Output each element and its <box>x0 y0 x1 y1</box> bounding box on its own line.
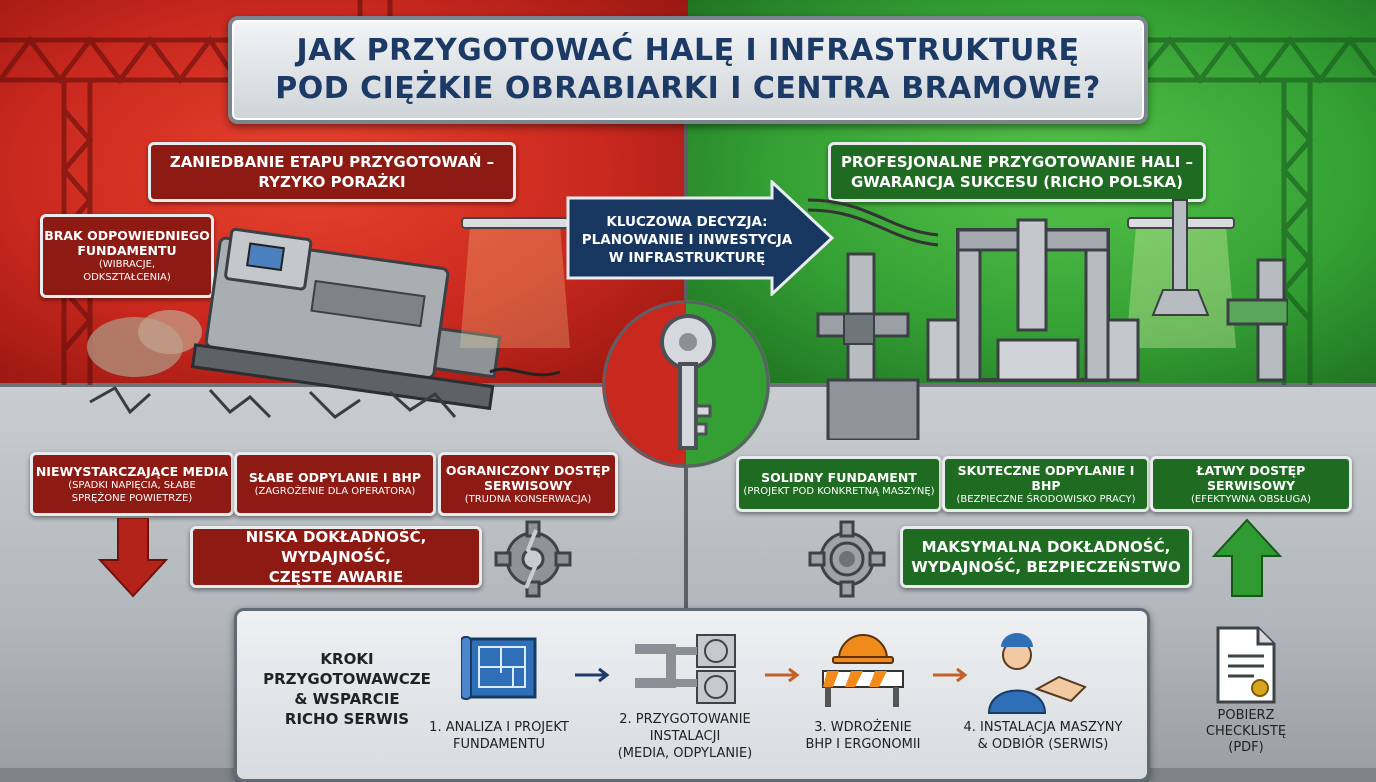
step-1-line-2: FUNDAMENTU <box>452 737 545 752</box>
right-header-tag: PROFESJONALNE PRZYGOTOWANIE HALI – GWARA… <box>828 142 1206 202</box>
right-header-line-2: GWARANCJA SUKCESU (RICHO POLSKA) <box>850 173 1184 191</box>
arrow-right-icon <box>933 667 968 683</box>
steps-panel: KROKI PRZYGOTOWAWCZE & WSPARCIE RICHO SE… <box>234 608 1150 782</box>
left-result-line-1: NISKA DOKŁADNOŚĆ, WYDAJNOŚĆ, <box>245 528 427 566</box>
arrow-down-icon <box>98 518 168 598</box>
step-2-line-1: 2. PRZYGOTOWANIE <box>619 712 751 727</box>
blueprint-icon <box>461 636 537 700</box>
decision-line-3: W INFRASTRUKTURĘ <box>608 250 766 266</box>
step-2-line-3: (MEDIA, ODPYLANIE) <box>617 746 753 761</box>
right-access-sub: (EFEKTYWNA OBSŁUGA) <box>1190 493 1311 505</box>
steps-title-line-3: & WSPARCIE <box>294 690 400 708</box>
right-foundation-tag: SOLIDNY FUNDAMENT (PROJEKT POD KONKRETNĄ… <box>736 456 942 512</box>
left-header-line-2: RYZYKO PORAŻKI <box>258 173 406 191</box>
right-access-main: ŁATWY DOSTĘP SERWISOWY <box>1196 462 1306 493</box>
steps-title-line-1: KROKI <box>320 650 374 668</box>
step-4-label: 4. INSTALACJA MASZYNY & ODBIÓR (SERWIS) <box>953 719 1133 753</box>
left-access-sub: (TRUDNA KONSERWACJA) <box>464 493 592 505</box>
left-access-line-2: SERWISOWY <box>483 477 573 493</box>
left-header-tag: ZANIEDBANIE ETAPU PRZYGOTOWAŃ – RYZYKO P… <box>148 142 516 202</box>
damaged-lathe-illustration <box>87 227 561 419</box>
right-result-line-1: MAKSYMALNA DOKŁADNOŚĆ, <box>921 538 1171 556</box>
right-dust-main: SKUTECZNE ODPYLANIE I BHP <box>957 462 1135 493</box>
title-line-2: POD CIĘŻKIE OBRABIARKI I CENTRA BRAMOWE? <box>275 71 1101 106</box>
decision-line-1: KLUCZOWA DECYZJA: <box>606 214 768 230</box>
arrow-up-icon <box>1212 518 1282 597</box>
left-media-tag: NIEWYSTARCZAJĄCE MEDIA (SPADKI NAPIĘCIA,… <box>30 452 234 516</box>
decision-arrow: KLUCZOWA DECYZJA: PLANOWANIE I INWESTYCJ… <box>574 202 800 278</box>
worker-handshake-icon <box>987 633 1087 714</box>
left-dust-tag: SŁABE ODPYLANIE I BHP (ZAGROŻENIE DLA OP… <box>234 452 436 516</box>
gantry-machines-illustration <box>808 198 1288 440</box>
left-header-line-1: ZANIEDBANIE ETAPU PRZYGOTOWAŃ – <box>169 153 495 171</box>
hardhat-barrier-icon <box>822 634 904 707</box>
decision-line-2: PLANOWANIE I INWESTYCJA <box>581 232 793 248</box>
checklist-download-link[interactable]: POBIERZ CHECKLISTĘ (PDF) <box>1196 708 1296 756</box>
step-3-line-1: 3. WDROŻENIE <box>814 720 912 735</box>
document-icon[interactable] <box>1214 626 1278 704</box>
left-foundation-tag: BRAK ODPOWIEDNIEGO FUNDAMENTU (WIBRACJE,… <box>40 214 214 298</box>
left-dust-main: SŁABE ODPYLANIE I BHP <box>248 470 422 485</box>
left-foundation-sub-2: ODKSZTAŁCENIA) <box>83 272 171 283</box>
right-result-line-2: WYDAJNOŚĆ, BEZPIECZEŃSTWO <box>911 558 1181 576</box>
left-dust-sub: (ZAGROŻENIE DLA OPERATORA) <box>254 486 416 497</box>
step-1-label: 1. ANALIZA I PROJEKT FUNDAMENTU <box>419 719 579 753</box>
step-2-line-2: INSTALACJI <box>649 729 721 744</box>
right-result-tag: MAKSYMALNA DOKŁADNOŚĆ, WYDAJNOŚĆ, BEZPIE… <box>900 526 1192 588</box>
gear-icon <box>808 520 886 598</box>
left-media-main: NIEWYSTARCZAJĄCE MEDIA <box>35 463 229 479</box>
steps-title-line-4: RICHO SERWIS <box>284 710 410 728</box>
checklist-line-1: POBIERZ <box>1217 708 1275 723</box>
checklist-line-2: CHECKLISTĘ <box>1205 724 1287 739</box>
key-decision-icon <box>602 300 770 468</box>
left-foundation-line-2: FUNDAMENTU <box>77 243 177 258</box>
left-access-line-1: OGRANICZONY DOSTĘP <box>445 462 611 478</box>
checklist-line-3: (PDF) <box>1228 740 1264 755</box>
right-foundation-sub: (PROJEKT POD KONKRETNĄ MASZYNĘ) <box>743 486 935 497</box>
steps-title: KROKI PRZYGOTOWAWCZE & WSPARCIE RICHO SE… <box>257 649 437 729</box>
pipes-fans-icon <box>635 634 736 704</box>
broken-gear-icon <box>494 520 572 598</box>
right-access-tag: ŁATWY DOSTĘP SERWISOWY (EFEKTYWNA OBSŁUG… <box>1150 456 1352 512</box>
left-result-line-2: CZĘSTE AWARIE <box>268 568 404 586</box>
left-lamp-icon <box>460 217 570 348</box>
arrow-right-icon <box>575 667 610 683</box>
decision-arrow-shape <box>566 180 835 296</box>
right-foundation-main: SOLIDNY FUNDAMENT <box>761 470 917 485</box>
title-line-1: JAK PRZYGOTOWAĆ HALĘ I INFRASTRUKTURĘ <box>296 33 1080 68</box>
step-2-label: 2. PRZYGOTOWANIE INSTALACJI (MEDIA, ODPY… <box>605 711 765 762</box>
step-1-line-1: 1. ANALIZA I PROJEKT <box>429 720 569 735</box>
steps-title-line-2: PRZYGOTOWAWCZE <box>263 670 431 688</box>
left-media-sub-1: (SPADKI NAPIĘCIA, SŁABE <box>68 479 196 491</box>
left-foundation-line-1: BRAK ODPOWIEDNIEGO <box>44 228 210 243</box>
left-foundation-sub-1: (WIBRACJE, <box>98 259 156 270</box>
arrow-right-icon <box>765 667 800 683</box>
step-4-line-1: 4. INSTALACJA MASZYNY <box>963 720 1123 735</box>
right-dust-tag: SKUTECZNE ODPYLANIE I BHP (BEZPIECZNE ŚR… <box>942 456 1150 512</box>
step-4-line-2: & ODBIÓR (SERWIS) <box>977 737 1109 752</box>
title-banner: JAK PRZYGOTOWAĆ HALĘ I INFRASTRUKTURĘ PO… <box>228 16 1148 124</box>
step-3-line-2: BHP I ERGONOMII <box>805 737 921 752</box>
right-dust-sub: (BEZPIECZNE ŚRODOWISKO PRACY) <box>956 493 1136 505</box>
right-header-line-1: PROFESJONALNE PRZYGOTOWANIE HALI – <box>840 153 1194 171</box>
left-media-sub-2: SPRĘŻONE POWIETRZE) <box>71 492 193 504</box>
left-access-tag: OGRANICZONY DOSTĘP SERWISOWY (TRUDNA KON… <box>438 452 618 516</box>
left-result-tag: NISKA DOKŁADNOŚĆ, WYDAJNOŚĆ, CZĘSTE AWAR… <box>190 526 482 588</box>
step-3-label: 3. WDROŻENIE BHP I ERGONOMII <box>783 719 943 753</box>
